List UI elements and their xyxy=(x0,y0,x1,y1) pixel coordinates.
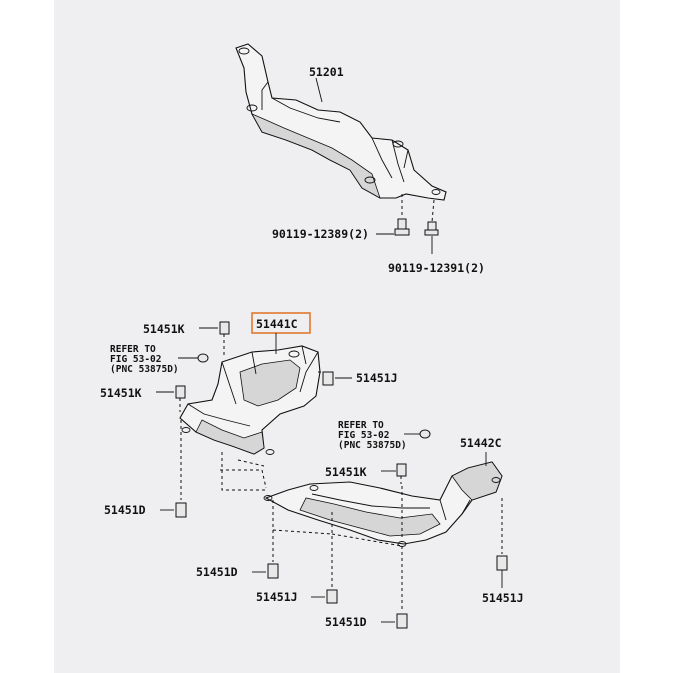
crossmember-part[interactable] xyxy=(235,43,447,201)
bolt-51451D-left[interactable] xyxy=(175,502,187,518)
label-51451D-bottom[interactable]: 51451D xyxy=(325,615,367,629)
bolt-51451K-right[interactable] xyxy=(396,463,407,477)
svg-text:(PNC 53875D): (PNC 53875D) xyxy=(338,440,407,451)
label-51451K-mid[interactable]: 51451K xyxy=(100,386,142,400)
label-51451K-right[interactable]: 51451K xyxy=(325,465,367,479)
bolt-51451J-bottom[interactable] xyxy=(326,589,338,604)
svg-text:REFER TO: REFER TO xyxy=(110,344,156,355)
label-90119-12389[interactable]: 90119-12389(2) xyxy=(272,227,369,241)
bolt-90119-12389[interactable] xyxy=(394,218,410,236)
bolt-51451K-top[interactable] xyxy=(219,321,230,335)
bolt-51451J-right[interactable] xyxy=(496,555,508,571)
selected-part-highlight xyxy=(251,312,311,334)
label-51451J-right[interactable]: 51451J xyxy=(482,591,524,605)
refer-to-note-right[interactable]: REFER TO FIG 53-02 (PNC 53875D) xyxy=(338,420,407,451)
label-51441C[interactable]: 51441C xyxy=(256,317,298,331)
bolt-51451K-mid[interactable] xyxy=(175,385,186,399)
bolt-51451D-bottom[interactable] xyxy=(396,613,408,629)
label-90119-12391[interactable]: 90119-12391(2) xyxy=(388,261,485,275)
svg-text:(PNC 53875D): (PNC 53875D) xyxy=(110,364,179,375)
engine-under-cover-rear[interactable] xyxy=(263,461,503,547)
label-51442C[interactable]: 51442C xyxy=(460,436,502,450)
label-51451K-top[interactable]: 51451K xyxy=(143,322,185,336)
clip-left xyxy=(197,353,209,363)
label-51451J-upper[interactable]: 51451J xyxy=(356,371,398,385)
refer-to-note-left[interactable]: REFER TO FIG 53-02 (PNC 53875D) xyxy=(110,344,179,375)
svg-text:FIG 53-02: FIG 53-02 xyxy=(110,354,161,365)
svg-text:REFER TO: REFER TO xyxy=(338,420,384,431)
bolt-90119-12391[interactable] xyxy=(424,221,439,236)
label-51451J-bottom[interactable]: 51451J xyxy=(256,590,298,604)
svg-text:FIG 53-02: FIG 53-02 xyxy=(338,430,389,441)
label-51451D-left[interactable]: 51451D xyxy=(104,503,146,517)
bolt-51451D-mid[interactable] xyxy=(267,563,279,579)
engine-under-cover-front[interactable] xyxy=(179,345,321,455)
clip-right xyxy=(419,429,431,439)
bolt-51451J-upper[interactable] xyxy=(322,371,334,386)
label-51451D-mid[interactable]: 51451D xyxy=(196,565,238,579)
label-51201[interactable]: 51201 xyxy=(309,65,344,79)
